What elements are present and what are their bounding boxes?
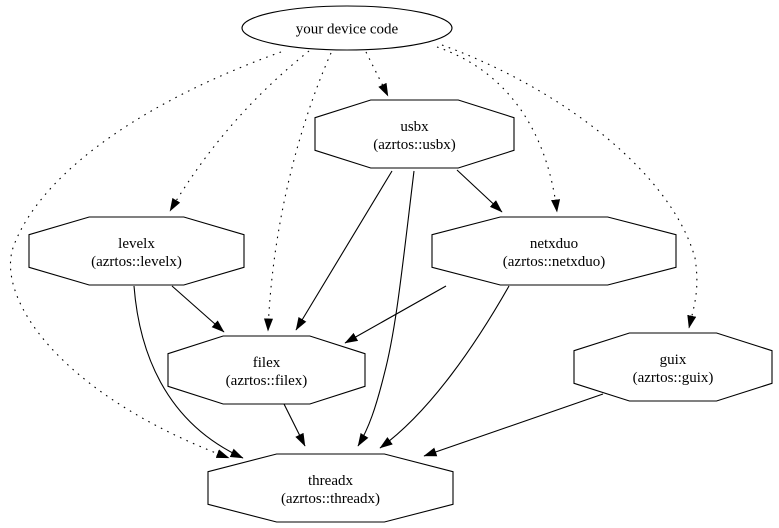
- node-label: levelx: [118, 236, 155, 252]
- edge-filex-to-threadx: [283, 403, 306, 447]
- usbx-octagon: [314, 99, 515, 169]
- edge-device-to-usbx: [365, 51, 389, 97]
- node-label: threadx: [308, 473, 353, 489]
- node-sublabel: (azrtos::threadx): [281, 491, 380, 507]
- node-sublabel: (azrtos::levelx): [91, 254, 182, 270]
- edge-levelx-to-threadx: [133, 285, 244, 459]
- edge-device-to-levelx: [169, 50, 310, 212]
- device-code-ellipse: [241, 5, 453, 51]
- node-label: filex: [253, 355, 281, 371]
- node-sublabel: (azrtos::netxduo): [503, 254, 605, 270]
- node-label: your device code: [296, 22, 399, 38]
- levelx-octagon: [28, 216, 245, 286]
- edge-device-to-netxduo: [436, 46, 561, 213]
- edge-device-to-filex: [263, 52, 332, 332]
- threadx-octagon: [207, 453, 454, 523]
- guix-octagon: [573, 332, 773, 402]
- node-sublabel: (azrtos::guix): [633, 370, 714, 386]
- node-label: guix: [660, 352, 687, 368]
- node-filex: filex(azrtos::filex): [167, 335, 366, 405]
- node-usbx: usbx(azrtos::usbx): [314, 99, 515, 169]
- nodes-layer: your device codeusbx(azrtos::usbx)levelx…: [28, 5, 773, 523]
- node-guix: guix(azrtos::guix): [573, 332, 773, 402]
- edge-usbx-to-netxduo: [456, 169, 503, 213]
- edge-netxduo-to-filex: [344, 285, 447, 344]
- edges-layer: [9, 44, 698, 459]
- node-label: usbx: [400, 119, 429, 135]
- node-device: your device code: [241, 5, 453, 51]
- filex-octagon: [167, 335, 366, 405]
- edge-netxduo-to-threadx: [379, 285, 510, 449]
- node-label: netxduo: [530, 236, 578, 252]
- edge-guix-to-threadx: [423, 393, 604, 457]
- edge-usbx-to-threadx: [357, 170, 415, 447]
- node-threadx: threadx(azrtos::threadx): [207, 453, 454, 523]
- node-netxduo: netxduo(azrtos::netxduo): [431, 216, 677, 286]
- netxduo-octagon: [431, 216, 677, 286]
- edge-usbx-to-filex: [295, 170, 393, 331]
- node-sublabel: (azrtos::filex): [226, 373, 308, 389]
- node-sublabel: (azrtos::usbx): [373, 137, 455, 153]
- node-levelx: levelx(azrtos::levelx): [28, 216, 245, 286]
- edge-levelx-to-filex: [171, 285, 225, 333]
